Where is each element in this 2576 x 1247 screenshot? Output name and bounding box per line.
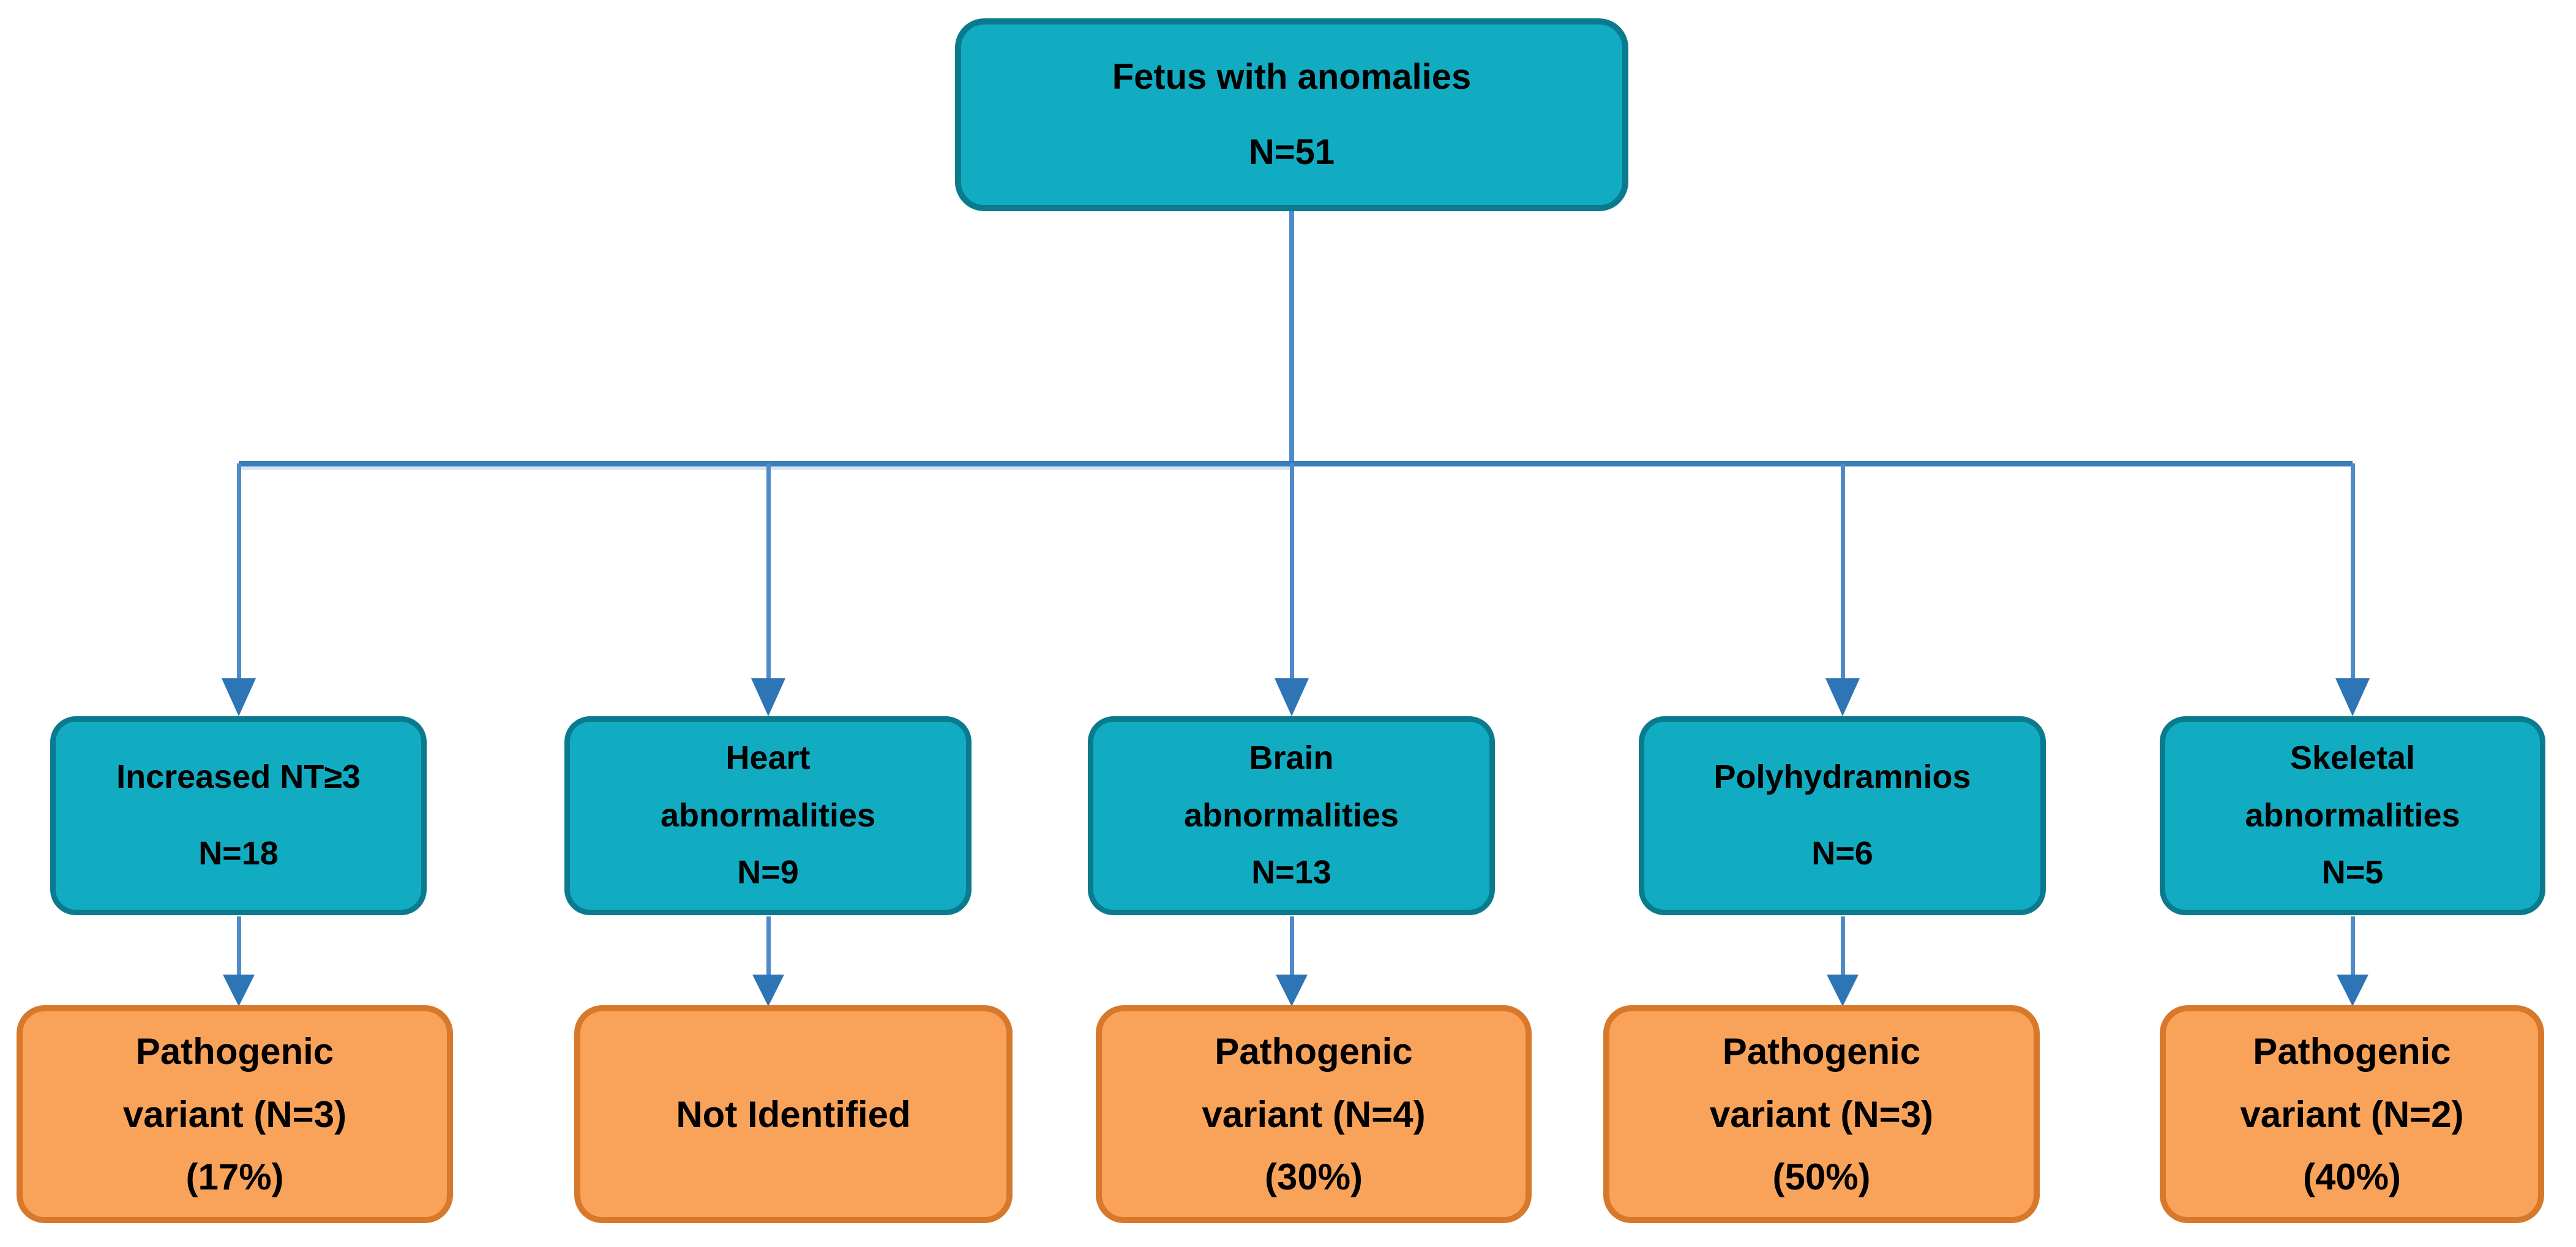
node-text-line: Skeletal: [2290, 740, 2416, 777]
arrowhead-down-icon: [2337, 975, 2368, 1006]
node-text-line: variant (N=2): [2240, 1093, 2464, 1135]
drop-line-polyhydramnios: [1841, 463, 1845, 680]
branch-trunk-line: [239, 461, 2353, 466]
drop-line-brain: [1290, 463, 1294, 680]
arrowhead-down-icon: [2335, 678, 2370, 716]
outcome-line-brain: [1290, 916, 1294, 976]
node-pathogenic-variant-nt: Pathogenic variant (N=3) (17%): [17, 1005, 453, 1223]
node-pathogenic-variant-brain: Pathogenic variant (N=4) (30%): [1096, 1005, 1532, 1223]
node-text-line: Heart: [725, 740, 811, 777]
node-text-line: variant (N=4): [1202, 1093, 1426, 1135]
node-text-line: variant (N=3): [1709, 1093, 1934, 1135]
node-text-line: N=51: [1248, 132, 1335, 172]
node-text-line: Pathogenic: [135, 1030, 334, 1072]
node-not-identified: Not Identified: [574, 1005, 1013, 1223]
node-heart-abnormalities: Heart abnormalities N=9: [564, 716, 972, 915]
arrowhead-down-icon: [1825, 678, 1860, 716]
node-skeletal-abnormalities: Skeletal abnormalities N=5: [2160, 716, 2545, 915]
node-text-line: N=9: [737, 854, 799, 891]
node-text-line: (40%): [2302, 1156, 2402, 1198]
arrowhead-down-icon: [1276, 975, 1308, 1006]
outcome-line-skeletal: [2351, 916, 2355, 976]
node-brain-abnormalities: Brain abnormalities N=13: [1088, 716, 1495, 915]
node-text-line: abnormalities: [1183, 796, 1399, 834]
node-pathogenic-variant-polyhydramnios: Pathogenic variant (N=3) (50%): [1603, 1005, 2040, 1223]
drop-line-increased-nt: [237, 463, 241, 680]
node-fetus-with-anomalies: Fetus with anomalies N=51: [955, 18, 1628, 211]
branch-trunk-shadow-line: [239, 466, 1293, 470]
outcome-line-heart: [766, 916, 771, 976]
node-text-line: N=13: [1251, 854, 1331, 891]
root-stem-line: [1289, 211, 1294, 466]
node-text-line: (50%): [1772, 1156, 1871, 1198]
node-text-line: variant (N=3): [122, 1093, 347, 1135]
node-text-line: (17%): [185, 1156, 284, 1198]
node-text-line: (30%): [1264, 1156, 1363, 1198]
arrowhead-down-icon: [1827, 975, 1859, 1006]
node-polyhydramnios: Polyhydramnios N=6: [1639, 716, 2046, 915]
arrowhead-down-icon: [223, 975, 255, 1006]
arrowhead-down-icon: [222, 678, 256, 716]
node-text-line: N=6: [1811, 835, 1873, 872]
node-text-line: Pathogenic: [1722, 1030, 1921, 1072]
node-text-line: Not Identified: [676, 1093, 911, 1135]
node-text-line: abnormalities: [2245, 796, 2460, 834]
node-text-line: abnormalities: [660, 796, 876, 834]
node-text-line: N=5: [2321, 854, 2384, 891]
outcome-line-polyhydramnios: [1841, 916, 1845, 976]
node-text-line: Pathogenic: [2253, 1030, 2451, 1072]
arrowhead-down-icon: [752, 975, 784, 1006]
drop-line-skeletal: [2351, 463, 2355, 680]
node-text-line: Brain: [1249, 740, 1334, 777]
node-text-line: Polyhydramnios: [1713, 758, 1971, 796]
node-text-line: Increased NT≥3: [116, 758, 361, 796]
drop-line-heart: [766, 463, 771, 680]
arrowhead-down-icon: [751, 678, 785, 716]
node-text-line: Pathogenic: [1215, 1030, 1413, 1072]
node-increased-nt: Increased NT≥3 N=18: [50, 716, 427, 915]
node-pathogenic-variant-skeletal: Pathogenic variant (N=2) (40%): [2160, 1005, 2544, 1223]
outcome-line-increased-nt: [237, 916, 241, 976]
arrowhead-down-icon: [1275, 678, 1309, 716]
node-text-line: N=18: [198, 835, 279, 872]
node-text-line: Fetus with anomalies: [1112, 57, 1472, 97]
